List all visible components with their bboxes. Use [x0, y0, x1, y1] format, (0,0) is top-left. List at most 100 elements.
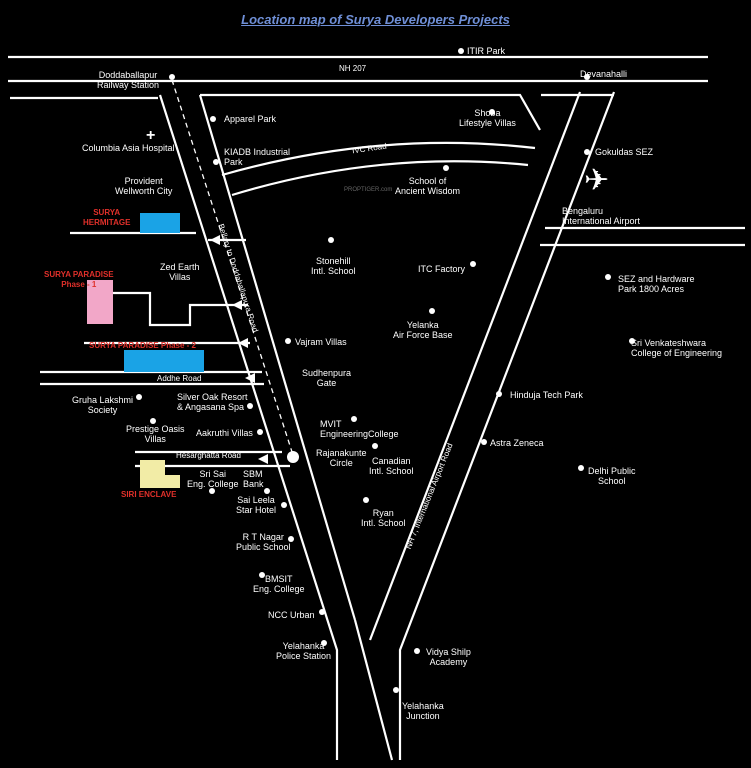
- place-school-of-ancient-wisdom: School of Ancient Wisdom: [395, 176, 461, 196]
- place-doddaballapur-railway-station: Doddaballapur Railway Station: [97, 70, 160, 90]
- location-dot-icon: [605, 274, 611, 280]
- location-dot-icon: [470, 261, 476, 267]
- map-title: Location map of Surya Developers Project…: [241, 12, 510, 27]
- location-dot-icon: [328, 237, 334, 243]
- place-aakruthi-villas: Aakruthi Villas: [196, 428, 253, 438]
- v-right-arm-outer: [398, 91, 616, 760]
- place-vajram-villas: Vajram Villas: [295, 337, 347, 347]
- place-stonehill-intl-school: Stonehill Intl. School: [311, 256, 356, 276]
- arrow-left-1: [210, 235, 220, 245]
- place-sri-sai-eng-college: Sri Sai Eng. College: [187, 469, 239, 489]
- location-dot-icon: [351, 416, 357, 422]
- location-dot-icon: [257, 429, 263, 435]
- location-dot-icon: [414, 648, 420, 654]
- arrow-left-2: [232, 300, 242, 310]
- project-label-paradise-1: SURYA PARADISE Phase - 1: [44, 270, 114, 289]
- location-dot-icon: [429, 308, 435, 314]
- place-sri-venkateshwara-college: Sri Venkateshwara College of Engineering: [631, 338, 723, 358]
- place-yelanka-air-force-base: Yelanka Air Force Base: [393, 320, 453, 340]
- road-network: [8, 55, 745, 761]
- place-canadian-intl-school: Canadian Intl. School: [369, 456, 414, 476]
- location-dot-icon: [489, 109, 495, 115]
- place-rt-nagar-public-school: R T Nagar Public School: [236, 532, 291, 552]
- location-dot-icon: [584, 149, 590, 155]
- place-yelahanka-junction: Yelahanka Junction: [402, 701, 444, 721]
- place-yelahanka-police-station: Yelahanka Police Station: [276, 641, 332, 661]
- place-mvit-engineering-college: MVIT EngineeringCollege: [320, 419, 399, 439]
- location-dot-icon: [443, 165, 449, 171]
- place-bengaluru-international-airport: Bengaluru International Airport: [562, 206, 641, 226]
- place-rajanakunte-circle: Rajanakunte Circle: [316, 448, 367, 468]
- place-prestige-oasis-villas: Prestige Oasis Villas: [126, 424, 185, 444]
- place-sez-hardware-park: SEZ and Hardware Park 1800 Acres: [618, 274, 695, 294]
- location-dot-icon: [321, 640, 327, 646]
- location-dot-icon: [209, 488, 215, 494]
- location-dot-icon: [288, 536, 294, 542]
- place-devanahalli: Devanahalli: [580, 69, 628, 79]
- place-itc-factory: ITC Factory: [418, 264, 466, 274]
- place-itir-park: ITIR Park: [467, 46, 506, 56]
- road-label-hesarghatta: Hesarghatta Road: [176, 451, 241, 460]
- location-dot-icon: [393, 687, 399, 693]
- arrow-left-5: [258, 454, 268, 464]
- place-delhi-public-school: Delhi Public School: [588, 466, 636, 486]
- ivc-road-bottom: [231, 160, 529, 197]
- place-sudhenpura-gate: Sudhenpura Gate: [302, 368, 352, 388]
- location-dot-icon: [169, 74, 175, 80]
- doddaballapura-dashed-road: [171, 79, 294, 456]
- surya-hermitage-block: [140, 213, 180, 233]
- location-dot-icon: [363, 497, 369, 503]
- arrow-left-4: [245, 373, 255, 383]
- location-dot-icon: [481, 439, 487, 445]
- paradise-road: [112, 291, 248, 327]
- place-gokuldas-sez: Gokuldas SEZ: [595, 147, 654, 157]
- v-left-arm-inner: [198, 94, 357, 621]
- location-dot-icon: [213, 159, 219, 165]
- road-label-addhe: Addhe Road: [157, 374, 202, 383]
- location-dot-icon: [458, 48, 464, 54]
- location-dot-icon: [496, 391, 502, 397]
- place-zed-earth-villas: Zed Earth Villas: [160, 262, 200, 282]
- place-astra-zeneca: Astra Zeneca: [490, 438, 544, 448]
- place-bmsit-eng-college: BMSIT Eng. College: [253, 574, 305, 594]
- hospital-cross-icon: +: [146, 127, 156, 144]
- place-silver-oak-resort: Silver Oak Resort & Angasana Spa: [177, 392, 248, 412]
- location-dot-icon: [136, 394, 142, 400]
- place-ncc-urban: NCC Urban: [268, 610, 315, 620]
- v-right-arm-inner: [368, 91, 582, 641]
- project-label-paradise-2: SURYA PARADISE Phase - 2: [89, 341, 196, 350]
- place-gruha-lakshmi-society: Gruha Lakshmi Society: [72, 395, 134, 415]
- v-junction: [353, 619, 394, 761]
- location-dot-icon: [578, 465, 584, 471]
- arrow-left-3: [238, 338, 248, 348]
- location-dot-icon: [372, 443, 378, 449]
- place-columbia-asia-hospital: Columbia Asia Hospital: [82, 143, 175, 153]
- airplane-icon: ✈: [584, 164, 610, 197]
- location-dot-icon: [629, 338, 635, 344]
- place-sai-leela-star-hotel: Sai Leela Star Hotel: [236, 495, 277, 515]
- surya-paradise-1-block: [87, 280, 113, 324]
- location-dot-icon: [247, 403, 253, 409]
- location-dot-icon: [264, 488, 270, 494]
- project-label-hermitage: SURYA HERMITAGE: [83, 208, 131, 227]
- location-dot-icon: [259, 572, 265, 578]
- location-dots: [136, 48, 635, 693]
- location-dot-icon: [281, 502, 287, 508]
- v-left-arm-outer: [158, 94, 339, 760]
- project-label-siri-enclave: SIRI ENCLAVE: [121, 490, 177, 499]
- place-sbm-bank: SBM Bank: [243, 469, 264, 489]
- siri-enclave-block: [140, 460, 180, 488]
- surya-paradise-2-block: [124, 350, 204, 372]
- location-dot-icon: [285, 338, 291, 344]
- place-kiadb-industrial-park: KIADB Industrial Park: [224, 147, 291, 167]
- location-dot-icon: [150, 418, 156, 424]
- location-dot-icon: [584, 74, 590, 80]
- place-vidya-shilp-academy: Vidya Shilp Academy: [426, 647, 471, 667]
- watermark: PROPTIGER.com: [344, 187, 393, 193]
- location-dot-icon: [210, 116, 216, 122]
- location-dot-icon: [319, 609, 325, 615]
- road-arrows: [210, 235, 268, 464]
- rajanukunte-junction-dot: [287, 451, 299, 463]
- place-ryan-intl-school: Ryan Intl. School: [361, 508, 406, 528]
